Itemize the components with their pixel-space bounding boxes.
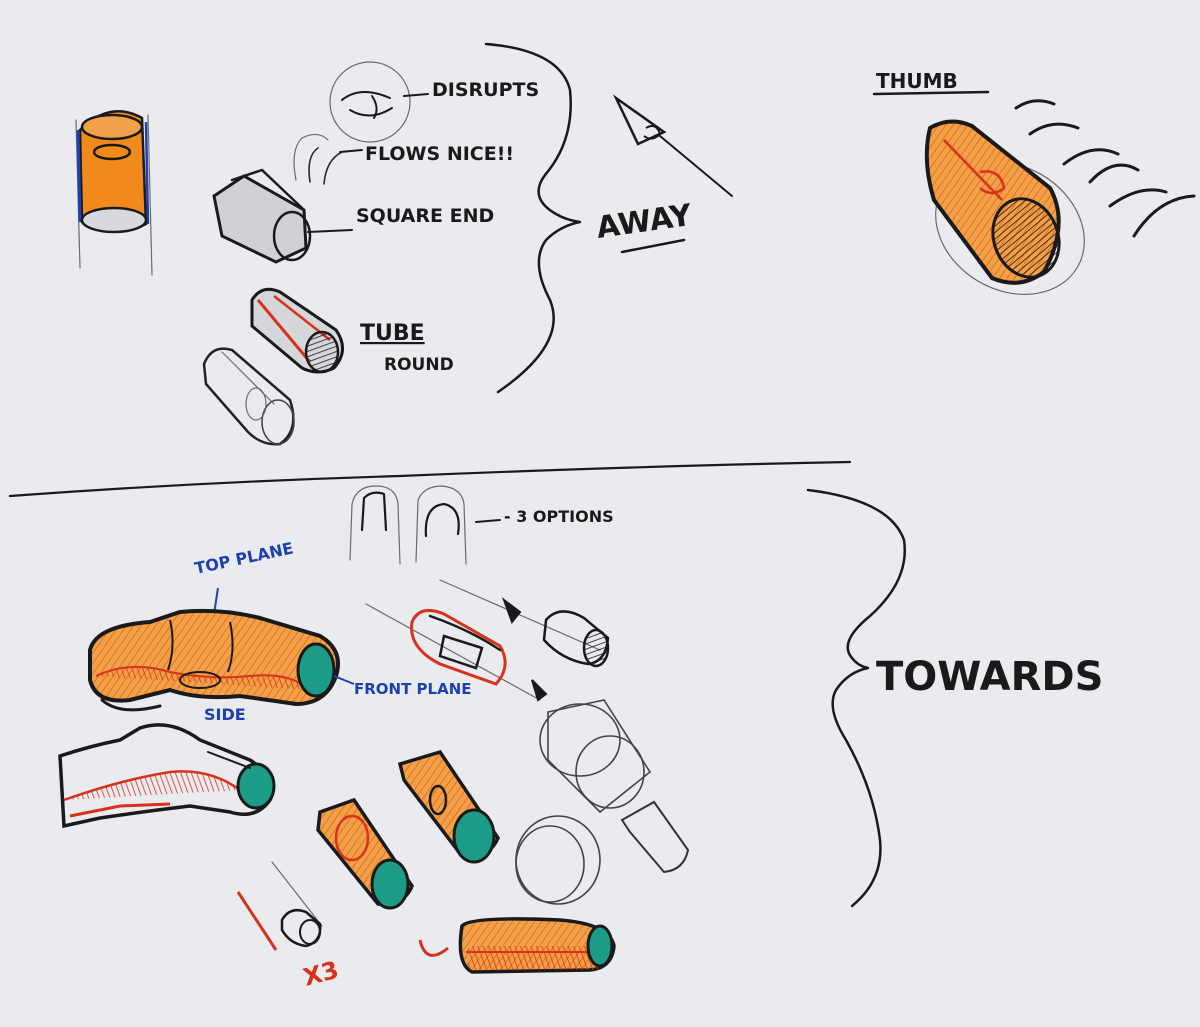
flat-orange-pill-sketch (418, 917, 616, 974)
thumb-title: THUMB (876, 69, 958, 93)
side-label: SIDE (204, 705, 246, 724)
side-finger-sketch (58, 723, 276, 829)
away-label: AWAY (594, 198, 695, 246)
pencil-finger-sketch (202, 347, 295, 446)
flows-nice-label: FLOWS NICE!! (365, 143, 514, 165)
orange-tube-sketch-b (316, 797, 414, 910)
nib-tube-sketch (439, 579, 610, 702)
three-options-label: - 3 OPTIONS (504, 507, 614, 526)
small-tube-x3-sketch (236, 861, 323, 951)
section-divider (8, 460, 852, 498)
flows-nice-sketch (293, 133, 363, 185)
away-arrow-sketch (612, 94, 733, 197)
thumb-tube-sketch (924, 99, 1196, 295)
round-label: ROUND (384, 355, 454, 375)
away-bracket (484, 42, 582, 394)
square-end-label: SQUARE END (356, 205, 494, 227)
three-options-sketch (349, 485, 501, 565)
tube-label: TUBE (360, 321, 425, 346)
times-three-label: X3 (300, 956, 341, 992)
svg-text:FLOWS NICE!!: FLOWS NICE!! (365, 143, 514, 165)
towards-bracket (806, 488, 906, 908)
disrupts-label: DISRUPTS (432, 79, 539, 101)
front-plane-label: FRONT PLANE (354, 680, 472, 698)
towards-label: TOWARDS (876, 654, 1103, 700)
top-plane-label: TOP PLANE (193, 538, 295, 577)
red-outline-finger-sketch (365, 603, 541, 701)
disrupts-sketch (329, 61, 429, 143)
orange-vertical-tube-sketch (75, 110, 153, 276)
top-plane-finger-sketch (88, 608, 340, 712)
square-end-finger-sketch (212, 168, 353, 264)
pencil-cylinder-sketches (515, 699, 690, 905)
tube-finger-sketch (250, 287, 344, 374)
orange-tube-sketch-a (397, 749, 500, 864)
